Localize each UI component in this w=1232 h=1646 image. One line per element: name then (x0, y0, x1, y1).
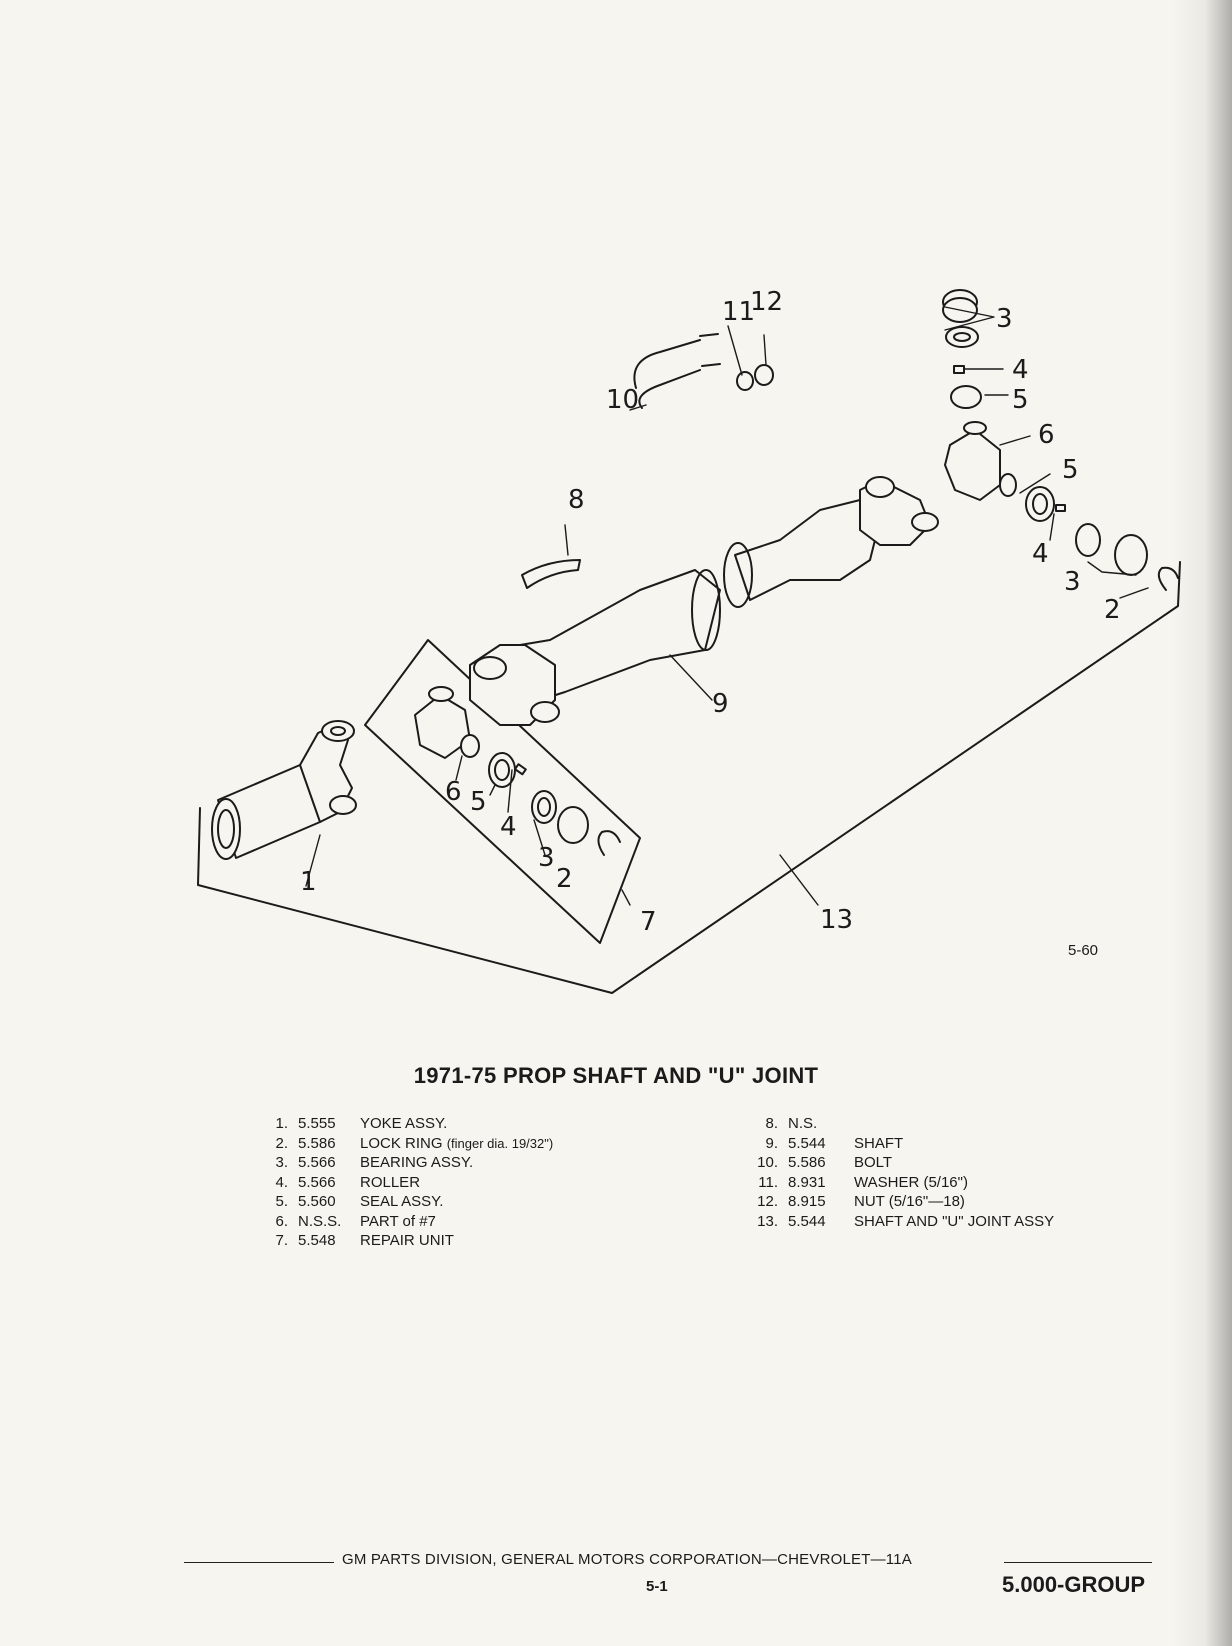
repair-unit-parts (414, 686, 621, 856)
callout-3: 3 (538, 843, 555, 873)
callout-3-mid: 3 (1064, 567, 1081, 597)
callout-13: 13 (820, 905, 853, 935)
leader-lines (305, 306, 1149, 906)
list-item: 6.N.S.S.PART of #7 (275, 1212, 436, 1230)
callout-6: 6 (445, 777, 462, 807)
repair-unit-box (364, 639, 641, 944)
figure-id: 5-60 (1068, 942, 1099, 959)
list-item: 8.N.S. (765, 1115, 818, 1132)
footer-rule (1004, 1562, 1152, 1563)
page-number: 5-1 (646, 1578, 668, 1595)
callout-7: 7 (640, 907, 657, 937)
footer-publisher: GM PARTS DIVISION, GENERAL MOTORS CORPOR… (342, 1551, 912, 1568)
callout-9: 9 (712, 689, 729, 719)
callout-4-mid: 4 (1032, 539, 1049, 569)
bolt-washer-nut (633, 333, 774, 409)
assembly-bracket (197, 561, 1181, 994)
callout-8: 8 (568, 485, 585, 515)
callout-10: 10 (606, 385, 639, 415)
center-clamp (521, 559, 581, 589)
callout-4: 4 (500, 812, 517, 842)
callout-6-top: 6 (1038, 420, 1055, 450)
callout-5: 5 (470, 787, 487, 817)
callout-2-top: 2 (1104, 595, 1121, 625)
callout-11: 11 (722, 297, 755, 327)
callout-4-top: 4 (1012, 355, 1029, 385)
u-joint-parts (942, 289, 1179, 591)
group-label: 5.000-GROUP (1002, 1572, 1146, 1597)
page-edge-shadow (1172, 0, 1232, 1646)
page-title: 1971-75 PROP SHAFT AND "U" JOINT (413, 1063, 819, 1088)
callout-labels: 1 2 3 4 5 6 7 8 9 10 11 12 13 3 4 5 6 5 … (300, 287, 1121, 937)
callout-5-top: 5 (1012, 385, 1029, 415)
callout-12: 12 (750, 287, 783, 317)
callout-1: 1 (300, 867, 317, 897)
callout-3-top: 3 (996, 304, 1013, 334)
callout-5-mid: 5 (1062, 455, 1079, 485)
yoke-assembly (211, 720, 357, 860)
callout-2: 2 (556, 864, 573, 894)
shaft-tube (469, 476, 939, 726)
footer-rule (184, 1562, 334, 1563)
